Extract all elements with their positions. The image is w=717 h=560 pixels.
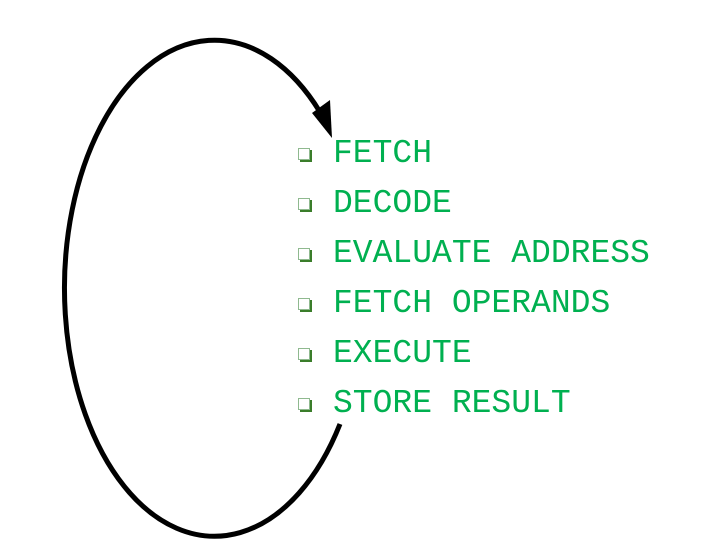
arrowhead-icon <box>312 100 332 138</box>
step-item: FETCH <box>298 128 650 178</box>
bullet-icon <box>298 298 310 310</box>
step-label: STORE RESULT <box>333 384 571 422</box>
step-label: EXECUTE <box>333 334 472 372</box>
step-label: DECODE <box>333 184 452 222</box>
step-label: FETCH OPERANDS <box>333 284 611 322</box>
instruction-cycle-steps: FETCH DECODE EVALUATE ADDRESS FETCH OPER… <box>298 128 650 428</box>
step-item: FETCH OPERANDS <box>298 278 650 328</box>
cycle-arc <box>62 37 343 539</box>
step-item: STORE RESULT <box>298 378 650 428</box>
bullet-icon <box>298 398 310 410</box>
step-item: EVALUATE ADDRESS <box>298 228 650 278</box>
step-item: DECODE <box>298 178 650 228</box>
step-label: EVALUATE ADDRESS <box>333 234 650 272</box>
bullet-icon <box>298 248 310 260</box>
bullet-icon <box>298 198 310 210</box>
bullet-icon <box>298 348 310 360</box>
step-label: FETCH <box>333 134 433 172</box>
step-item: EXECUTE <box>298 328 650 378</box>
bullet-icon <box>298 148 310 160</box>
